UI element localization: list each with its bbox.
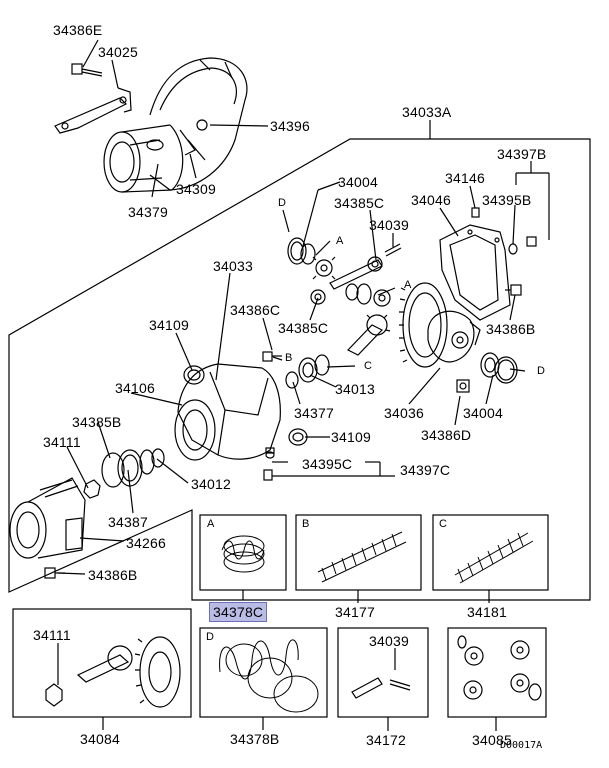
label-34146[interactable]: 34146 bbox=[445, 170, 485, 186]
label-34181[interactable]: 34181 bbox=[467, 604, 507, 620]
bolt-34386C bbox=[262, 351, 282, 362]
label-34379[interactable]: 34379 bbox=[128, 204, 168, 220]
pin-34039-top bbox=[384, 243, 402, 257]
callout-a-top: A bbox=[336, 235, 344, 247]
pinion-shaft bbox=[329, 256, 383, 290]
nut-34111-top bbox=[83, 479, 101, 499]
ring-d-top bbox=[287, 237, 307, 265]
gear-set-34084 bbox=[45, 636, 181, 708]
label-34033[interactable]: 34033 bbox=[213, 258, 253, 274]
label-34386B-right[interactable]: 34386B bbox=[486, 321, 536, 337]
callout-c: C bbox=[364, 360, 372, 372]
box-34085 bbox=[447, 627, 547, 718]
label-34039-top[interactable]: 34039 bbox=[369, 217, 409, 233]
label-34025[interactable]: 34025 bbox=[98, 44, 138, 60]
label-34395C[interactable]: 34395C bbox=[302, 456, 353, 472]
label-34106[interactable]: 34106 bbox=[115, 380, 155, 396]
box-letter-c: C bbox=[439, 518, 447, 530]
spring-a bbox=[221, 535, 265, 573]
plug-34395B bbox=[508, 236, 537, 255]
box-letter-d: D bbox=[206, 631, 214, 643]
bearing-34004-right bbox=[480, 352, 518, 384]
callout-a-right: A bbox=[404, 279, 412, 291]
box-letter-a: A bbox=[207, 518, 215, 530]
ring-34385B bbox=[101, 452, 125, 488]
companion-flange-34012 bbox=[139, 448, 165, 475]
label-34396[interactable]: 34396 bbox=[270, 118, 310, 134]
side-gear-right bbox=[373, 289, 391, 307]
label-34377[interactable]: 34377 bbox=[294, 405, 334, 421]
label-34039-bot[interactable]: 34039 bbox=[369, 633, 409, 649]
carrier-34033 bbox=[174, 363, 281, 461]
ring-gear bbox=[399, 282, 448, 368]
label-34012[interactable]: 34012 bbox=[191, 476, 231, 492]
label-34084[interactable]: 34084 bbox=[80, 731, 120, 747]
spacer-34387 bbox=[117, 449, 143, 487]
rear-cover-34046 bbox=[439, 224, 511, 321]
bolt-34386D bbox=[456, 379, 470, 393]
label-34378C-highlighted[interactable]: 34378C bbox=[209, 602, 268, 622]
label-34033A[interactable]: 34033A bbox=[402, 104, 452, 120]
label-34266[interactable]: 34266 bbox=[126, 535, 166, 551]
bolt-34386B-left bbox=[44, 567, 65, 579]
callout-d-top: D bbox=[278, 197, 286, 209]
label-34036[interactable]: 34036 bbox=[384, 405, 424, 421]
label-34397B[interactable]: 34397B bbox=[497, 146, 547, 162]
label-34111-bot[interactable]: 34111 bbox=[33, 627, 71, 643]
label-34004-right[interactable]: 34004 bbox=[463, 405, 503, 421]
bolt-34146 bbox=[471, 207, 480, 218]
box-letter-b: B bbox=[302, 518, 310, 530]
spring-b bbox=[317, 531, 407, 583]
label-34085[interactable]: 34085 bbox=[472, 732, 512, 748]
label-34378B[interactable]: 34378B bbox=[230, 731, 280, 747]
main-assembly-outline bbox=[8, 138, 591, 601]
box-c-spring bbox=[432, 514, 549, 591]
box-34084 bbox=[12, 608, 192, 718]
label-34172[interactable]: 34172 bbox=[366, 732, 406, 748]
label-34386C[interactable]: 34386C bbox=[230, 302, 281, 318]
label-34385C-mid[interactable]: 34385C bbox=[278, 320, 329, 336]
oil-seal-34109-top bbox=[183, 365, 205, 385]
side-gear-top bbox=[300, 243, 336, 280]
label-34309[interactable]: 34309 bbox=[176, 181, 216, 197]
diagram-code: D00017A bbox=[500, 740, 543, 751]
spring-c bbox=[454, 532, 534, 584]
front-unit-34266 bbox=[9, 477, 86, 559]
label-34111-top[interactable]: 34111 bbox=[43, 434, 81, 450]
box-34172 bbox=[337, 627, 429, 718]
pinion-gear-mid bbox=[310, 289, 326, 305]
label-34046[interactable]: 34046 bbox=[411, 192, 451, 208]
top-differential-assembly bbox=[54, 57, 248, 193]
gears-34085 bbox=[457, 635, 542, 701]
label-34004-top[interactable]: 34004 bbox=[338, 174, 378, 190]
bearing-34013 bbox=[285, 354, 330, 389]
label-34109-mid[interactable]: 34109 bbox=[331, 429, 371, 445]
label-34386B-left[interactable]: 34386B bbox=[88, 567, 138, 583]
label-34387[interactable]: 34387 bbox=[108, 514, 148, 530]
label-34177[interactable]: 34177 bbox=[335, 604, 375, 620]
callout-b: B bbox=[285, 352, 293, 364]
diff-case bbox=[427, 310, 481, 363]
plugs-34395C bbox=[263, 447, 275, 481]
label-34109-top[interactable]: 34109 bbox=[149, 317, 189, 333]
spring-d bbox=[219, 639, 319, 713]
oil-seal-34109-mid bbox=[288, 428, 308, 446]
label-34013[interactable]: 34013 bbox=[335, 381, 375, 397]
label-34386E[interactable]: 34386E bbox=[53, 22, 103, 38]
callout-d-right: D bbox=[537, 365, 545, 377]
washer-small bbox=[345, 283, 372, 305]
label-34395B[interactable]: 34395B bbox=[482, 192, 532, 208]
label-34385B[interactable]: 34385B bbox=[72, 414, 122, 430]
drive-pinion bbox=[347, 314, 391, 356]
bolt-34386B-right bbox=[505, 284, 522, 296]
pins-34172 bbox=[351, 677, 411, 699]
label-34385C-top[interactable]: 34385C bbox=[334, 195, 385, 211]
label-34397C[interactable]: 34397C bbox=[400, 462, 451, 478]
label-34386D[interactable]: 34386D bbox=[421, 427, 472, 443]
